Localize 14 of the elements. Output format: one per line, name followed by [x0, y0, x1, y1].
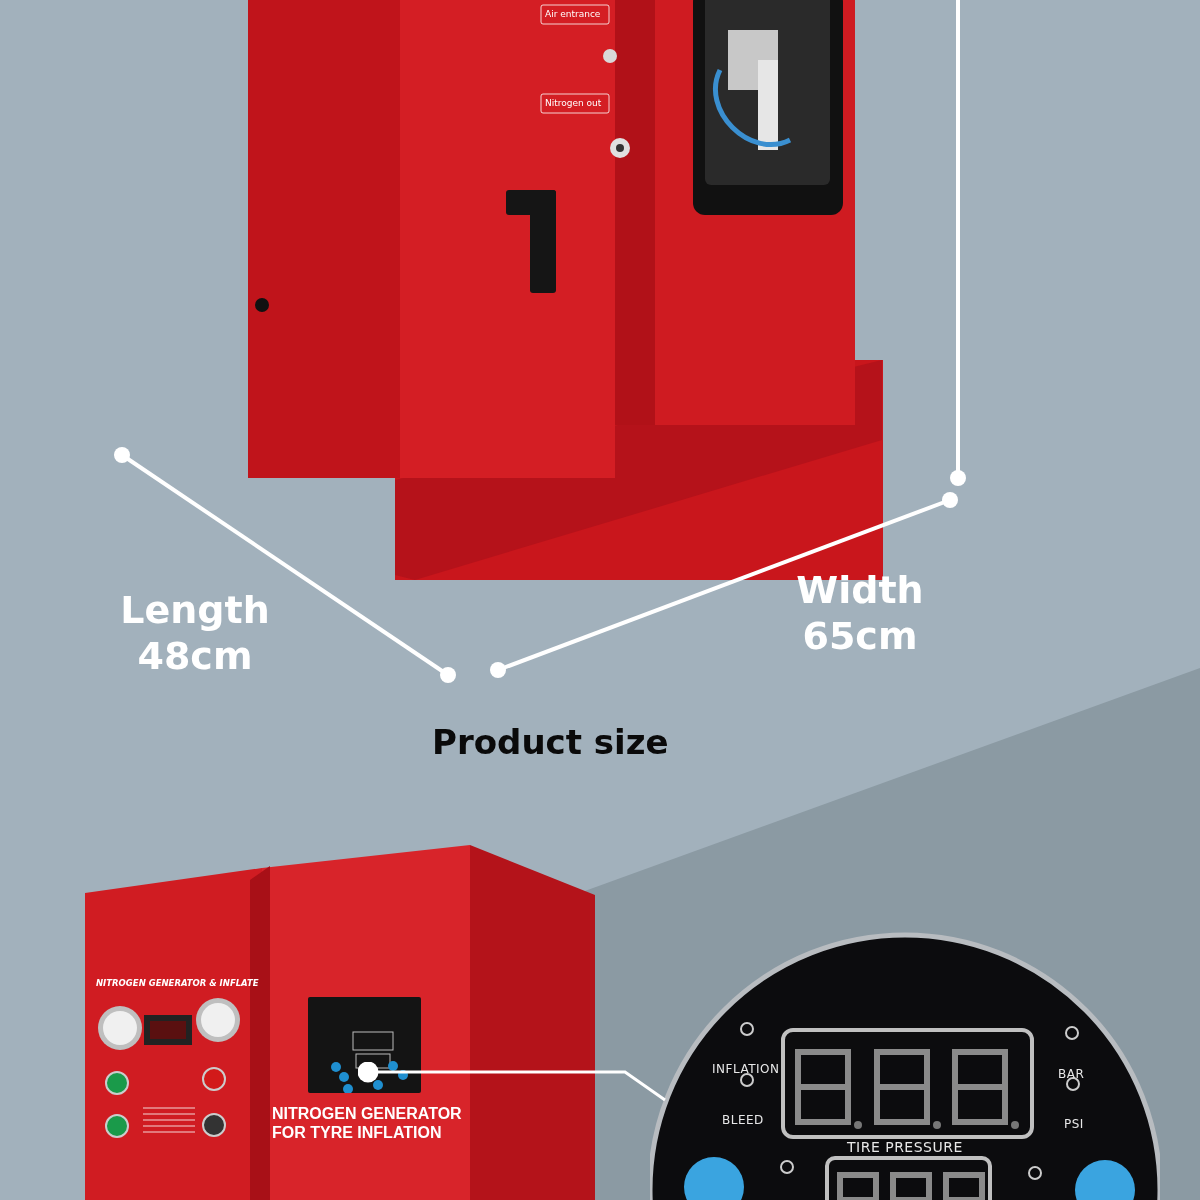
panel-label: BLEED: [722, 1113, 764, 1127]
dimension-label: Length 48cm: [119, 588, 271, 680]
panel-label: INFLATION: [712, 1062, 780, 1076]
machine-lettering: NITROGEN GENERATOR FOR TYRE INFLATION: [272, 1104, 463, 1143]
plate-label: Air entrance: [545, 9, 601, 19]
panel-label: TIRE PRESSURE: [847, 1139, 963, 1155]
plate-label: Nitrogen out: [545, 98, 602, 108]
panel-label: BAR: [1058, 1067, 1085, 1081]
dimension-label: Width 65cm: [795, 568, 925, 660]
control-panel-window: [308, 997, 421, 1093]
panel-label: PSI: [1064, 1117, 1084, 1131]
leader-line: [357, 1061, 666, 1102]
panel-heading: NITROGEN GENERATOR & INFLATE: [96, 978, 259, 988]
title: Product size: [432, 722, 669, 762]
